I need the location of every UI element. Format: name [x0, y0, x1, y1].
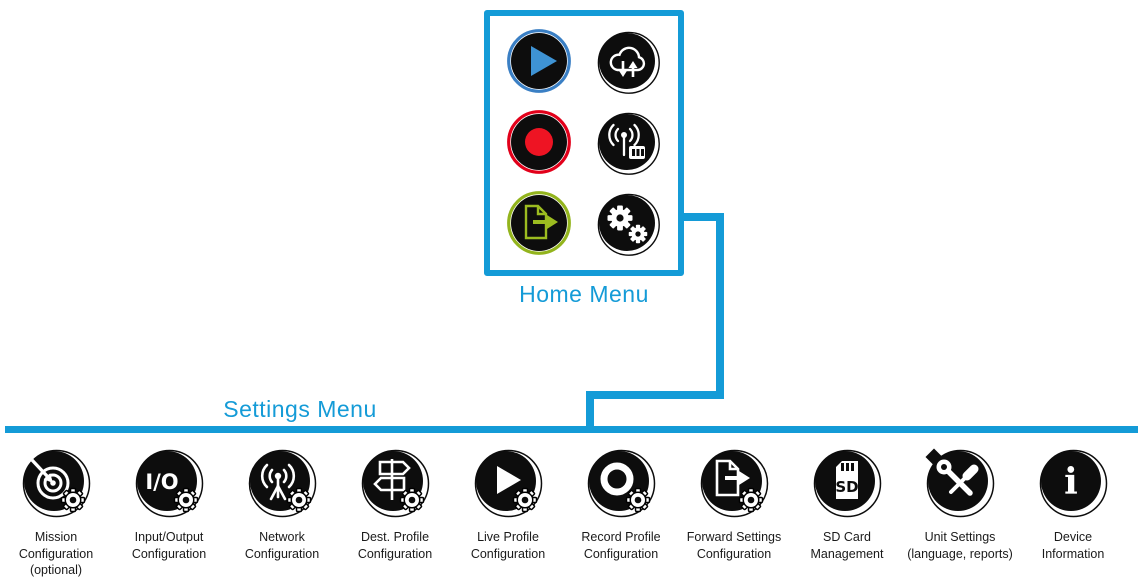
settings-menu-row: Mission Configuration (optional) I/O Input… — [0, 447, 1129, 579]
play-icon[interactable] — [507, 29, 573, 95]
home-menu-title: Home Menu — [519, 281, 649, 307]
svg-text:I/O: I/O — [145, 470, 178, 494]
settings-menu-title: Settings Menu — [223, 396, 377, 422]
settings-item-label: Device Information — [1041, 530, 1105, 561]
settings-menu-line — [5, 426, 1138, 433]
settings-item-input-output[interactable]: I/O Input/Output Configuration — [113, 447, 225, 579]
live-play-icon[interactable] — [472, 447, 544, 519]
connector-elbow-bottom — [586, 391, 724, 399]
unit-tools-icon[interactable] — [924, 447, 996, 519]
settings-item-label: Input/Output Configuration — [131, 530, 207, 561]
home-menu-grid — [490, 16, 678, 257]
svg-text:i: i — [1064, 461, 1078, 503]
settings-item-sd-card[interactable]: SD SD Card Management — [791, 447, 903, 579]
forward-export-icon[interactable] — [507, 191, 573, 257]
settings-gears-icon[interactable] — [595, 191, 661, 257]
dest-signpost-icon[interactable] — [359, 447, 431, 519]
connector-elbow-top — [682, 213, 724, 221]
settings-item-label: Mission Configuration (optional) — [18, 530, 94, 577]
settings-item-label: Live Profile Configuration — [470, 530, 546, 561]
device-info-icon[interactable]: i — [1037, 447, 1109, 519]
broadcast-icon[interactable] — [595, 110, 661, 176]
settings-item-label: Unit Settings (language, reports) — [907, 530, 1013, 561]
sd-card-icon[interactable]: SD — [811, 447, 883, 519]
settings-item-label: SD Card Management — [810, 530, 884, 561]
network-antenna-icon[interactable] — [246, 447, 318, 519]
settings-item-forward-settings[interactable]: Forward Settings Configuration — [678, 447, 790, 579]
settings-item-network[interactable]: Network Configuration — [226, 447, 338, 579]
record-profile-icon[interactable] — [585, 447, 657, 519]
settings-item-label: Network Configuration — [244, 530, 320, 561]
forward-settings-icon[interactable] — [698, 447, 770, 519]
connector-vertical — [716, 213, 724, 399]
mission-target-icon[interactable] — [20, 447, 92, 519]
settings-item-label: Record Profile Configuration — [581, 530, 661, 561]
record-icon[interactable] — [507, 110, 573, 176]
svg-text:SD: SD — [835, 478, 858, 496]
settings-item-dest-profile[interactable]: Dest. Profile Configuration — [339, 447, 451, 579]
connector-drop — [586, 391, 594, 433]
settings-item-live-profile[interactable]: Live Profile Configuration — [452, 447, 564, 579]
settings-item-record-profile[interactable]: Record Profile Configuration — [565, 447, 677, 579]
settings-item-unit-settings[interactable]: Unit Settings (language, reports) — [904, 447, 1016, 579]
cloud-transfer-icon[interactable] — [595, 29, 661, 95]
home-menu-panel — [484, 10, 684, 276]
input-output-icon[interactable]: I/O — [133, 447, 205, 519]
settings-item-label: Dest. Profile Configuration — [357, 530, 433, 561]
settings-item-mission[interactable]: Mission Configuration (optional) — [0, 447, 112, 579]
settings-item-label: Forward Settings Configuration — [686, 530, 782, 561]
